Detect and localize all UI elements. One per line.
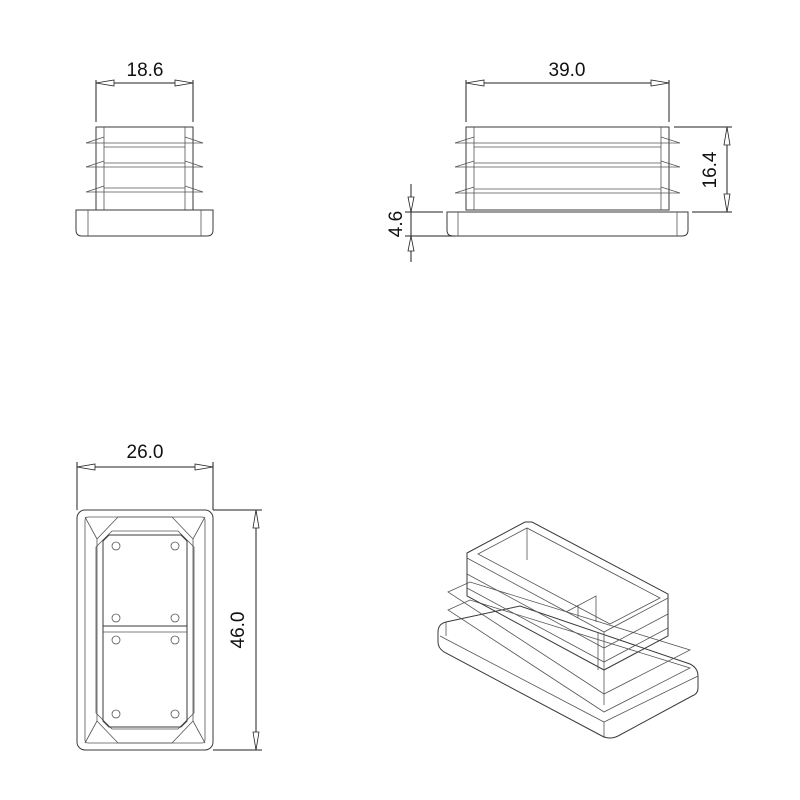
dimension-side-width: 18.6 bbox=[127, 60, 164, 81]
front-view: 39.0 16.4 4.6 bbox=[386, 60, 732, 262]
dimension-flange-thickness: 4.6 bbox=[386, 211, 407, 237]
dimension-top-width: 26.0 bbox=[127, 442, 164, 463]
side-view: 18.6 bbox=[75, 60, 214, 237]
top-view: 26.0 46.0 bbox=[76, 442, 262, 751]
dimension-top-length: 46.0 bbox=[228, 612, 249, 649]
isometric-view bbox=[437, 521, 699, 739]
dimension-front-height: 16.4 bbox=[700, 151, 721, 188]
dimension-front-width: 39.0 bbox=[549, 60, 586, 81]
